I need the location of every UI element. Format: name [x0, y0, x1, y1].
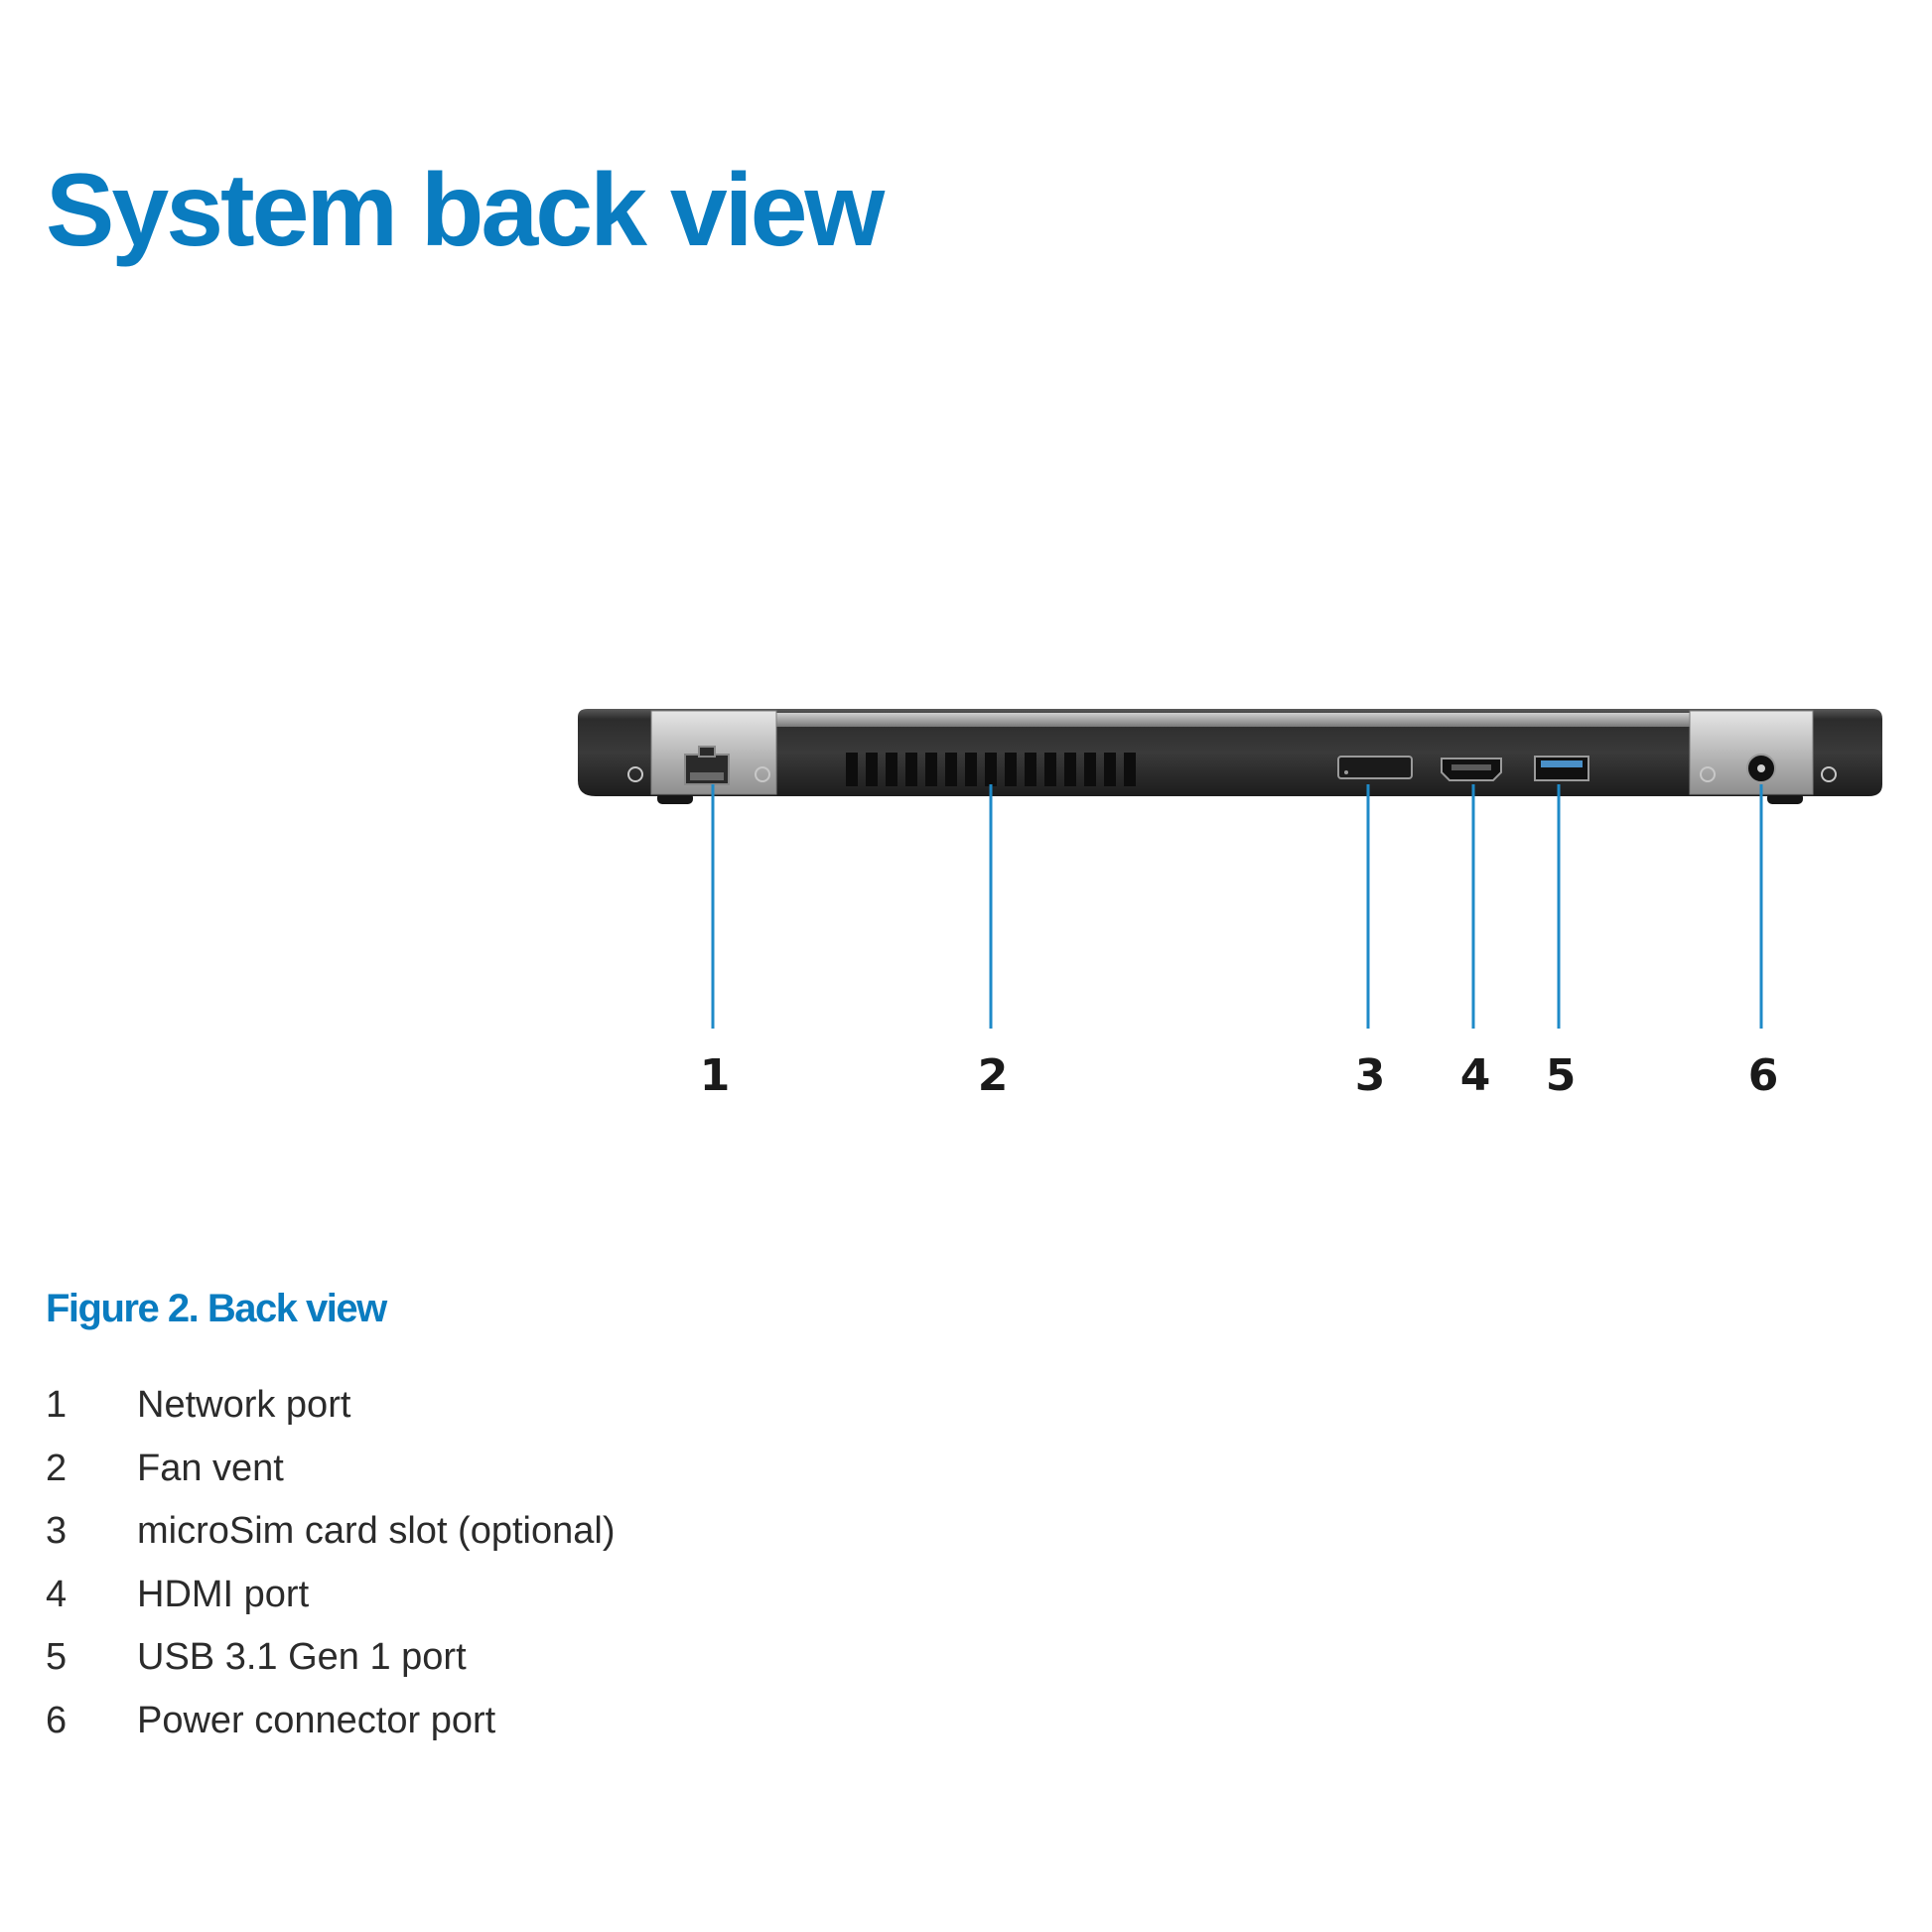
- callout-number: 5: [1546, 1050, 1577, 1101]
- legend-number: 2: [46, 1447, 68, 1489]
- laptop-back-illustration: 1 2 3 4 5 6: [578, 709, 1882, 1101]
- back-view-figure: 1 2 3 4 5 6: [578, 709, 1882, 1101]
- callout-number: 1: [700, 1050, 731, 1101]
- vent-slot: [925, 753, 937, 786]
- right-foot: [1767, 792, 1803, 804]
- legend-label: Power connector port: [137, 1699, 496, 1741]
- legend-number: 6: [46, 1699, 68, 1741]
- vent-slot: [1064, 753, 1076, 786]
- vent-slot: [866, 753, 878, 786]
- page-title: System back view: [46, 153, 885, 268]
- vent-slot: [886, 753, 897, 786]
- lid-edge: [776, 713, 1690, 727]
- legend-label: Fan vent: [137, 1447, 284, 1489]
- vent-slot: [985, 753, 997, 786]
- hdmi-port-icon: [1441, 758, 1502, 781]
- legend-number: 1: [46, 1384, 68, 1426]
- fan-vent: [846, 753, 1136, 786]
- vent-slot: [1005, 753, 1017, 786]
- usb-port-icon: [1534, 756, 1589, 781]
- legend-label: microSim card slot (optional): [137, 1510, 616, 1552]
- left-foot: [657, 792, 693, 804]
- vent-slot: [1025, 753, 1036, 786]
- vent-slot: [846, 753, 858, 786]
- legend-number: 3: [46, 1510, 68, 1552]
- vent-slot: [1104, 753, 1116, 786]
- callout-numbers: 1 2 3 4 5 6: [700, 1050, 1779, 1101]
- callout-leaders: [711, 784, 1763, 1029]
- microsim-slot-icon: [1337, 756, 1413, 779]
- vent-slot: [965, 753, 977, 786]
- callout-number: 3: [1355, 1050, 1386, 1101]
- legend-label: HDMI port: [137, 1573, 310, 1615]
- screw-icons: [627, 766, 1837, 782]
- vent-slot: [905, 753, 917, 786]
- legend-number: 4: [46, 1573, 68, 1615]
- vent-slot: [945, 753, 957, 786]
- legend-number: 5: [46, 1636, 68, 1678]
- vent-slot: [1124, 753, 1136, 786]
- legend-label: USB 3.1 Gen 1 port: [137, 1636, 467, 1678]
- legend-label: Network port: [137, 1384, 351, 1426]
- callout-number: 4: [1460, 1050, 1491, 1101]
- callout-number: 6: [1748, 1050, 1779, 1101]
- vent-slot: [1044, 753, 1056, 786]
- vent-slot: [1084, 753, 1096, 786]
- network-port-icon: [684, 746, 730, 785]
- power-connector-icon: [1746, 754, 1776, 783]
- figure-caption: Figure 2. Back view: [46, 1287, 387, 1330]
- callout-number: 2: [978, 1050, 1009, 1101]
